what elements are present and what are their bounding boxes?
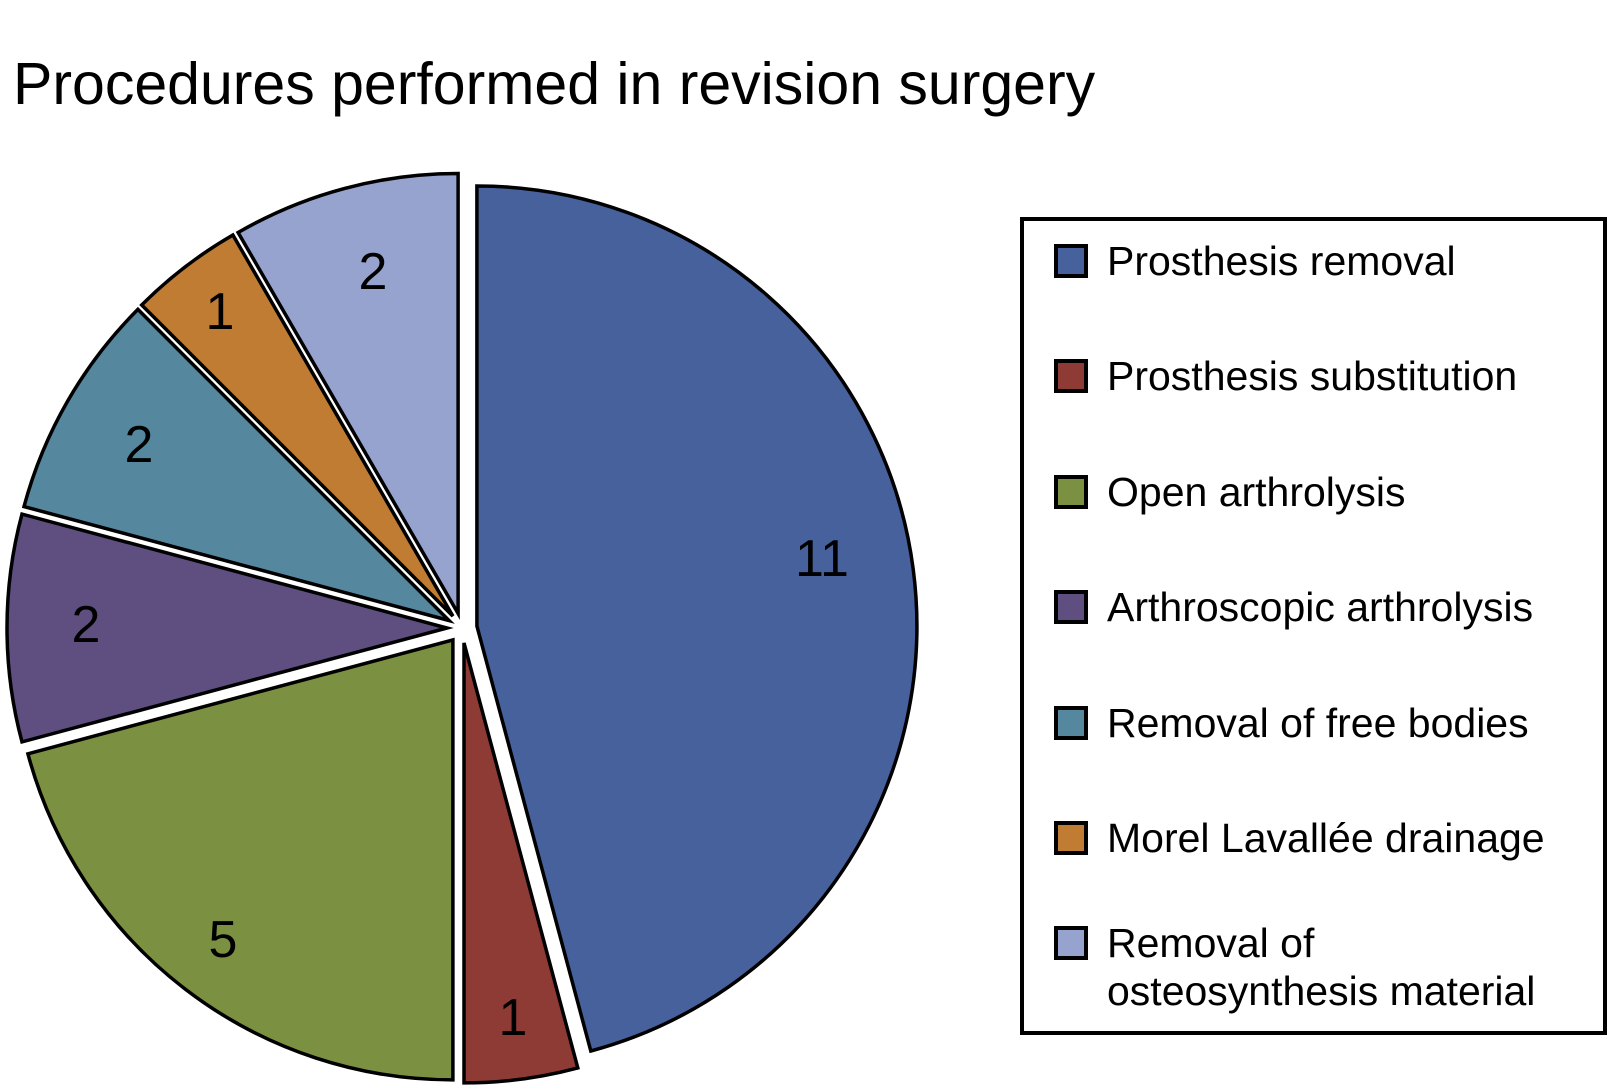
legend-swatch-prosthesis-substitution <box>1054 359 1088 393</box>
pie-slice-arthroscopic-arthrolysis <box>5 511 454 745</box>
legend-swatch-arthroscopic-arthrolysis <box>1054 590 1088 624</box>
legend-swatch-prosthesis-removal <box>1054 244 1088 278</box>
legend-item-morel-lavallee-drainage: Morel Lavallée drainage <box>1054 814 1545 862</box>
legend-label: Removal of osteosynthesis material <box>1107 920 1536 1014</box>
pie-slice-prosthesis-removal <box>475 184 919 1054</box>
pie-slice-removal-of-osteosynthesis-material <box>235 171 460 621</box>
legend-swatch-open-arthrolysis <box>1054 475 1088 509</box>
pie-slice-removal-of-free-bodies <box>21 306 455 624</box>
slice-value-label: 11 <box>795 530 849 588</box>
slice-value-label: 2 <box>359 243 388 301</box>
slice-value-label: 1 <box>206 283 235 341</box>
legend-item-prosthesis-removal: Prosthesis removal <box>1054 237 1456 285</box>
legend-label: Prosthesis substitution <box>1107 353 1518 399</box>
legend-item-removal-of-free-bodies: Removal of free bodies <box>1054 699 1529 747</box>
pie-slice-morel-lavall-e-drainage <box>139 232 455 618</box>
pie-slices-group <box>5 171 919 1085</box>
legend-swatch-morel-lavallee-drainage <box>1054 821 1088 855</box>
legend-swatch-removal-of-osteosynthesis-material <box>1054 926 1088 960</box>
slice-value-label: 1 <box>499 989 528 1047</box>
pie-slice-open-arthrolysis <box>25 637 455 1082</box>
legend-label: Arthroscopic arthrolysis <box>1107 584 1534 630</box>
legend-item-prosthesis-substitution: Prosthesis substitution <box>1054 352 1517 400</box>
legend: Prosthesis removal Prosthesis substituti… <box>1020 217 1607 1035</box>
legend-label: Morel Lavallée drainage <box>1107 815 1545 861</box>
legend-item-arthroscopic-arthrolysis: Arthroscopic arthrolysis <box>1054 583 1533 631</box>
legend-label: Removal of free bodies <box>1107 700 1529 746</box>
legend-label: Prosthesis removal <box>1107 238 1456 284</box>
slice-value-label: 2 <box>72 596 101 654</box>
legend-item-removal-of-osteosynthesis-material: Removal of osteosynthesis material <box>1054 919 1587 1015</box>
legend-label: Open arthrolysis <box>1107 469 1406 515</box>
pie-slice-prosthesis-substitution <box>462 642 580 1085</box>
chart-title: Procedures performed in revision surgery <box>13 51 1096 117</box>
legend-item-open-arthrolysis: Open arthrolysis <box>1054 468 1406 516</box>
slice-value-label: 2 <box>125 416 154 474</box>
legend-swatch-removal-of-free-bodies <box>1054 706 1088 740</box>
slice-value-label: 5 <box>209 911 238 969</box>
